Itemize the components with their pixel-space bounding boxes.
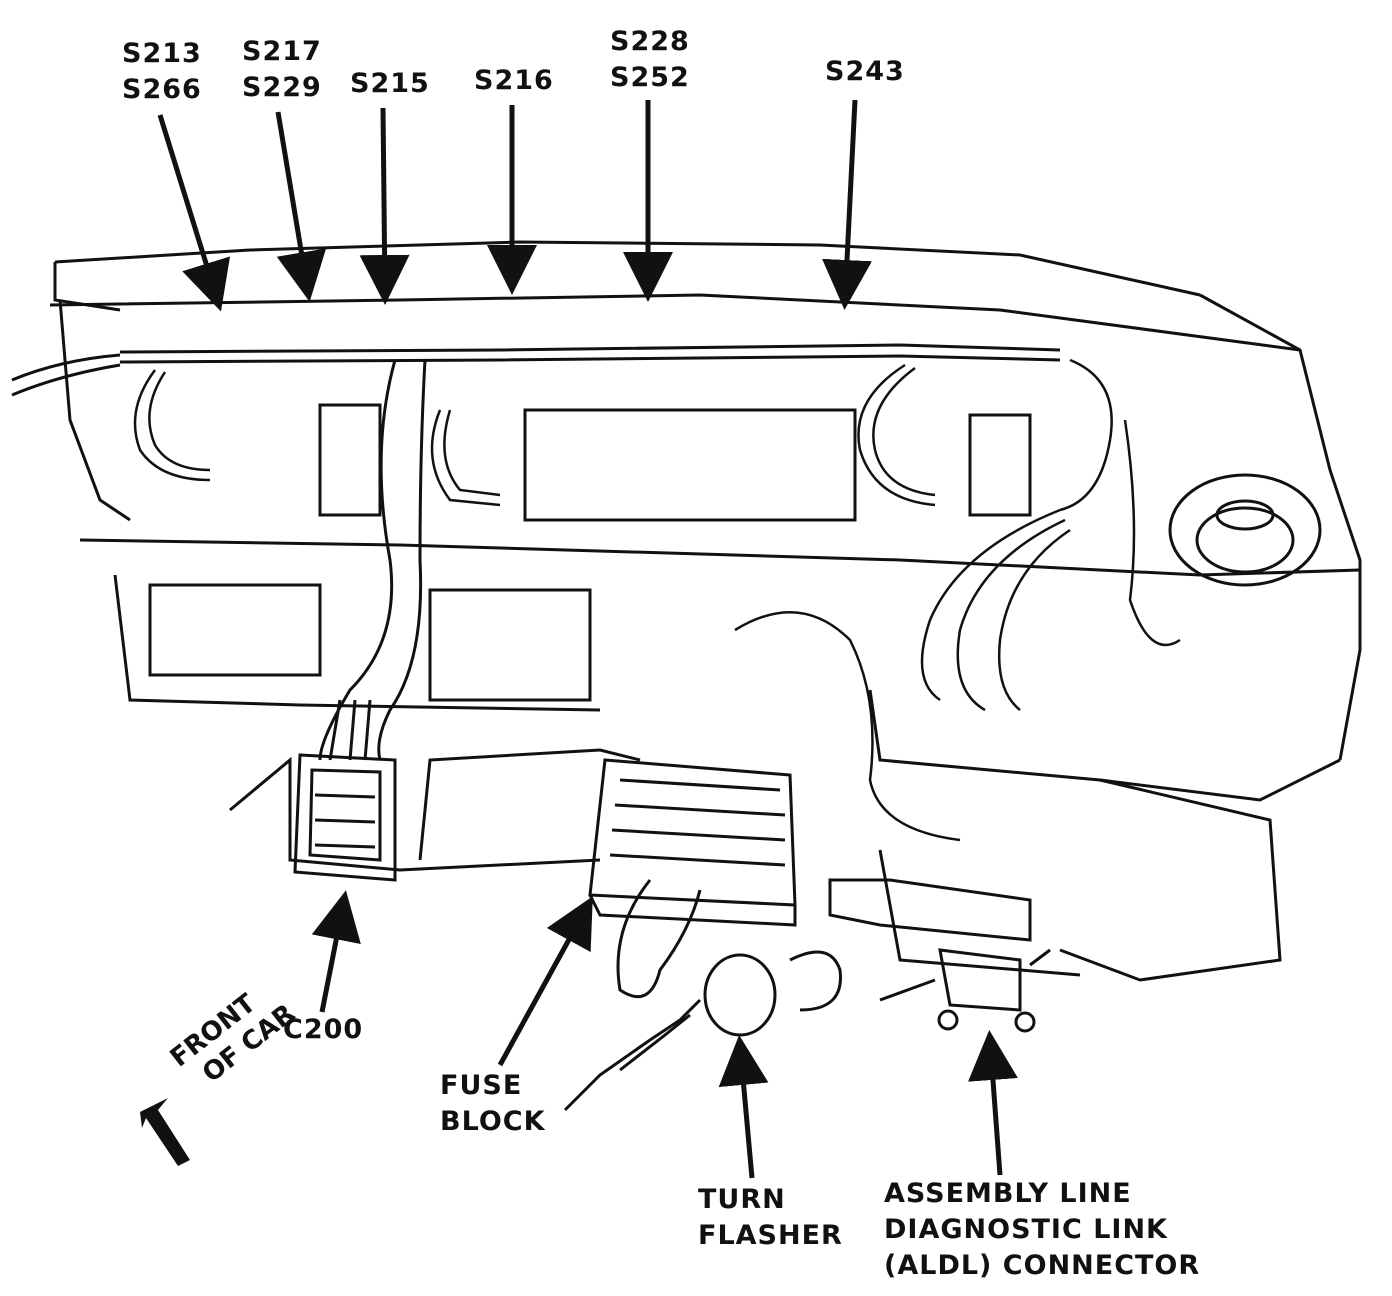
turn-flasher-label-line: TURN <box>698 1184 786 1215</box>
c200-label-text: C200 <box>283 1014 364 1045</box>
splice-label-s216: S216 <box>474 63 554 99</box>
arrow-s213-s266 <box>157 114 231 312</box>
arrow-aldl <box>968 1030 1018 1176</box>
splice-label-line: S228 <box>610 26 690 57</box>
speaker <box>1168 473 1322 587</box>
splice-label-line: S266 <box>122 74 202 105</box>
splice-label-s217-s229: S217 S229 <box>242 34 322 106</box>
splice-label-line: S216 <box>474 65 554 96</box>
c200-harness <box>318 359 427 761</box>
splice-label-line: S229 <box>242 72 322 103</box>
aldl-connector <box>828 878 1051 1033</box>
aldl-label-line: ASSEMBLY LINE <box>884 1178 1132 1209</box>
turn-flasher-label: TURN FLASHER <box>698 1182 843 1254</box>
splice-label-line: S215 <box>350 68 430 99</box>
gauge-openings <box>148 403 1032 702</box>
main-harness <box>11 343 1061 397</box>
splice-label-s213-s266: S213 S266 <box>122 36 202 108</box>
arrow-s217-s229 <box>275 111 327 302</box>
splice-label-line: S217 <box>242 36 322 67</box>
c200-connector <box>293 753 397 882</box>
turn-flasher <box>563 950 842 1112</box>
fuse-block-label-line: BLOCK <box>440 1106 546 1137</box>
front-of-car-arrow-icon <box>140 1098 190 1166</box>
turn-flasher-label-line: FLASHER <box>698 1220 843 1251</box>
fuse-block-label: FUSE BLOCK <box>440 1068 546 1140</box>
arrow-turn-flasher <box>718 1035 769 1179</box>
wire-bundles <box>133 358 1181 842</box>
splice-label-line: S213 <box>122 38 202 69</box>
arrow-fuse-block <box>497 896 593 1067</box>
aldl-label-line: (ALDL) CONNECTOR <box>884 1250 1201 1281</box>
splice-label-s243: S243 <box>825 54 905 90</box>
aldl-label: ASSEMBLY LINE DIAGNOSTIC LINK (ALDL) CON… <box>884 1176 1200 1284</box>
aldl-label-line: DIAGNOSTIC LINK <box>884 1214 1168 1245</box>
fuse-block-label-line: FUSE <box>440 1070 523 1101</box>
fuse-block <box>588 758 797 999</box>
arrow-c200 <box>311 890 361 1013</box>
splice-label-s228-s252: S228 S252 <box>610 24 690 96</box>
c200-label: C200 <box>283 1012 363 1048</box>
arrow-s243 <box>822 99 872 310</box>
splice-label-line: S252 <box>610 62 690 93</box>
splice-label-s215: S215 <box>350 66 430 102</box>
splice-label-line: S243 <box>825 56 905 87</box>
arrow-s215 <box>359 107 410 305</box>
pointer-arrows <box>157 99 1018 1179</box>
